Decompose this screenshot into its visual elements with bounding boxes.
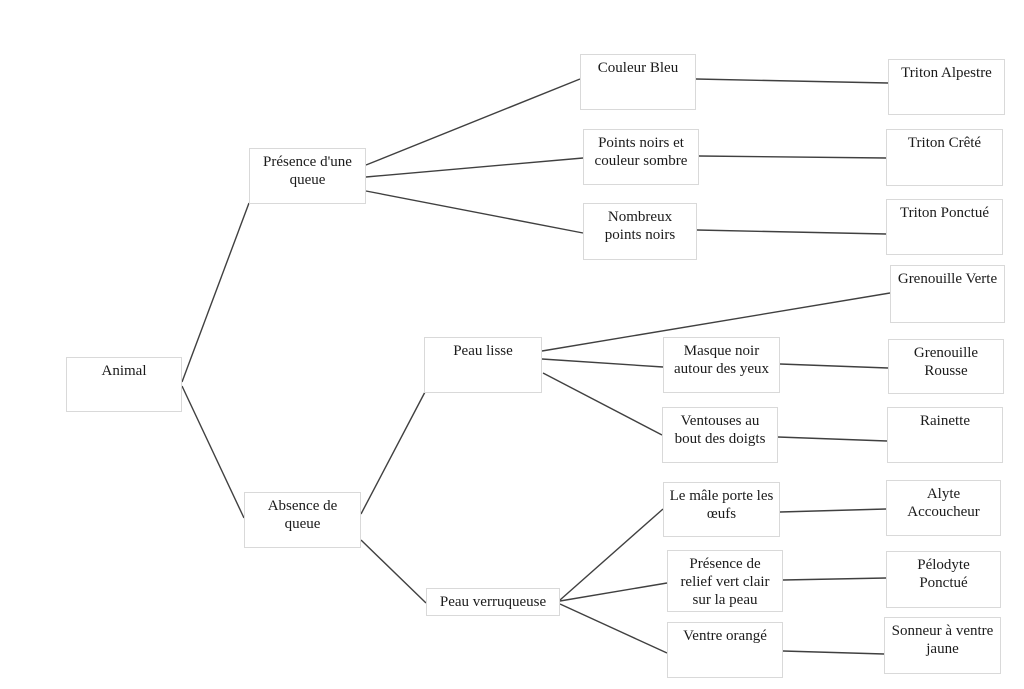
node-label-line: Peau verruqueuse [439,594,547,610]
node-label-line: jaune [926,641,959,657]
connector-absence-queue-to-peau-lisse [360,391,426,515]
node-label-line: couleur sombre [594,153,688,169]
node-rainette[interactable]: Rainette [887,407,1003,463]
node-label-line: Nombreux [607,209,673,225]
node-grenouille-verte[interactable]: Grenouille Verte [890,265,1005,323]
node-masque-noir[interactable]: Masque noir autour des yeux [663,337,780,393]
connector-points-noirs-sombre-to-triton-crete [698,155,887,159]
connector-presence-queue-to-couleur-bleu [365,78,581,166]
node-label-line: queue [289,172,326,188]
node-label-line: relief vert clair [680,574,770,590]
connector-masque-noir-to-grenouille-rousse [779,363,889,369]
node-triton-crete[interactable]: Triton Crêté [886,129,1003,186]
node-label-line: Masque noir [683,343,760,359]
node-label-line: Points noirs et [598,135,684,151]
node-label-line: œufs [706,506,737,522]
node-relief-vert[interactable]: Présence de relief vert clair sur la peau [667,550,783,612]
node-label-line: Présence de [689,556,761,572]
connector-male-oeufs-to-alyte-accoucheur [779,508,887,513]
node-label-line: Couleur Bleu [597,60,679,76]
node-nombreux-points[interactable]: Nombreux points noirs [583,203,697,260]
node-label-line: Ventouses au [680,413,760,429]
node-label-line: Grenouille [913,345,979,361]
node-label-line: Pélodyte [917,557,970,573]
node-label-line: Grenouille Verte [897,271,998,287]
node-label-line: sur la peau [692,592,758,608]
connector-absence-queue-to-peau-verruqueuse [360,539,427,604]
connector-peau-verruqueuse-to-male-oeufs [559,508,664,601]
connector-relief-vert-to-pelodyte-ponctue [782,577,887,581]
node-label-line: Rainette [920,413,970,429]
node-sonneur-ventre-jaune[interactable]: Sonneur à ventre jaune [884,617,1001,674]
node-label-line: Triton Ponctué [899,205,990,221]
node-couleur-bleu[interactable]: Couleur Bleu [580,54,696,110]
connector-peau-verruqueuse-to-ventre-orange [559,603,668,654]
connector-animal-to-absence-queue [181,385,245,519]
connector-ventre-orange-to-sonneur-ventre-jaune [782,650,885,655]
connector-couleur-bleu-to-triton-alpestre [695,78,889,84]
node-triton-alpestre[interactable]: Triton Alpestre [888,59,1005,115]
connector-peau-lisse-to-masque-noir [541,358,664,368]
node-animal[interactable]: Animal [66,357,182,412]
node-label-line: queue [284,516,321,532]
node-label-line: Accoucheur [907,504,980,520]
node-label-line: Triton Crêté [907,135,982,151]
connector-peau-lisse-to-ventouses [542,372,663,436]
connector-presence-queue-to-points-noirs-sombre [365,157,584,178]
node-label-line: Animal [101,363,147,379]
node-absence-queue[interactable]: Absence de queue [244,492,361,548]
node-label-line: bout des doigts [674,431,766,447]
node-ventre-orange[interactable]: Ventre orangé [667,622,783,678]
node-label-line: points noirs [604,227,676,243]
connector-animal-to-presence-queue [181,202,250,383]
node-label-line: Sonneur à ventre [891,623,994,639]
node-male-oeufs[interactable]: Le mâle porte les œufs [663,482,780,537]
connector-presence-queue-to-nombreux-points [365,190,584,234]
node-label-line: Ventre orangé [683,628,767,644]
node-label-line: Rousse [924,363,968,379]
node-triton-ponctue[interactable]: Triton Ponctué [886,199,1003,255]
connector-peau-lisse-to-grenouille-verte [541,292,891,352]
connector-ventouses-to-rainette [777,436,888,442]
node-label-line: Le mâle porte les [669,488,774,504]
node-label-line: Alyte [926,486,961,502]
node-label-line: Peau lisse [453,343,513,359]
node-label-line: Ponctué [919,575,968,591]
node-label-line: Absence de [267,498,338,514]
node-peau-lisse[interactable]: Peau lisse [424,337,542,393]
node-ventouses[interactable]: Ventouses au bout des doigts [662,407,778,463]
node-label-line: Présence d'une [263,154,352,170]
connector-nombreux-points-to-triton-ponctue [696,229,887,235]
node-points-noirs-sombre[interactable]: Points noirs et couleur sombre [583,129,699,185]
node-label-line: Triton Alpestre [901,65,992,81]
node-presence-queue[interactable]: Présence d'une queue [249,148,366,204]
node-label-line: autour des yeux [674,361,769,377]
connector-peau-verruqueuse-to-relief-vert [559,582,668,602]
node-peau-verruqueuse[interactable]: Peau verruqueuse [426,588,560,616]
